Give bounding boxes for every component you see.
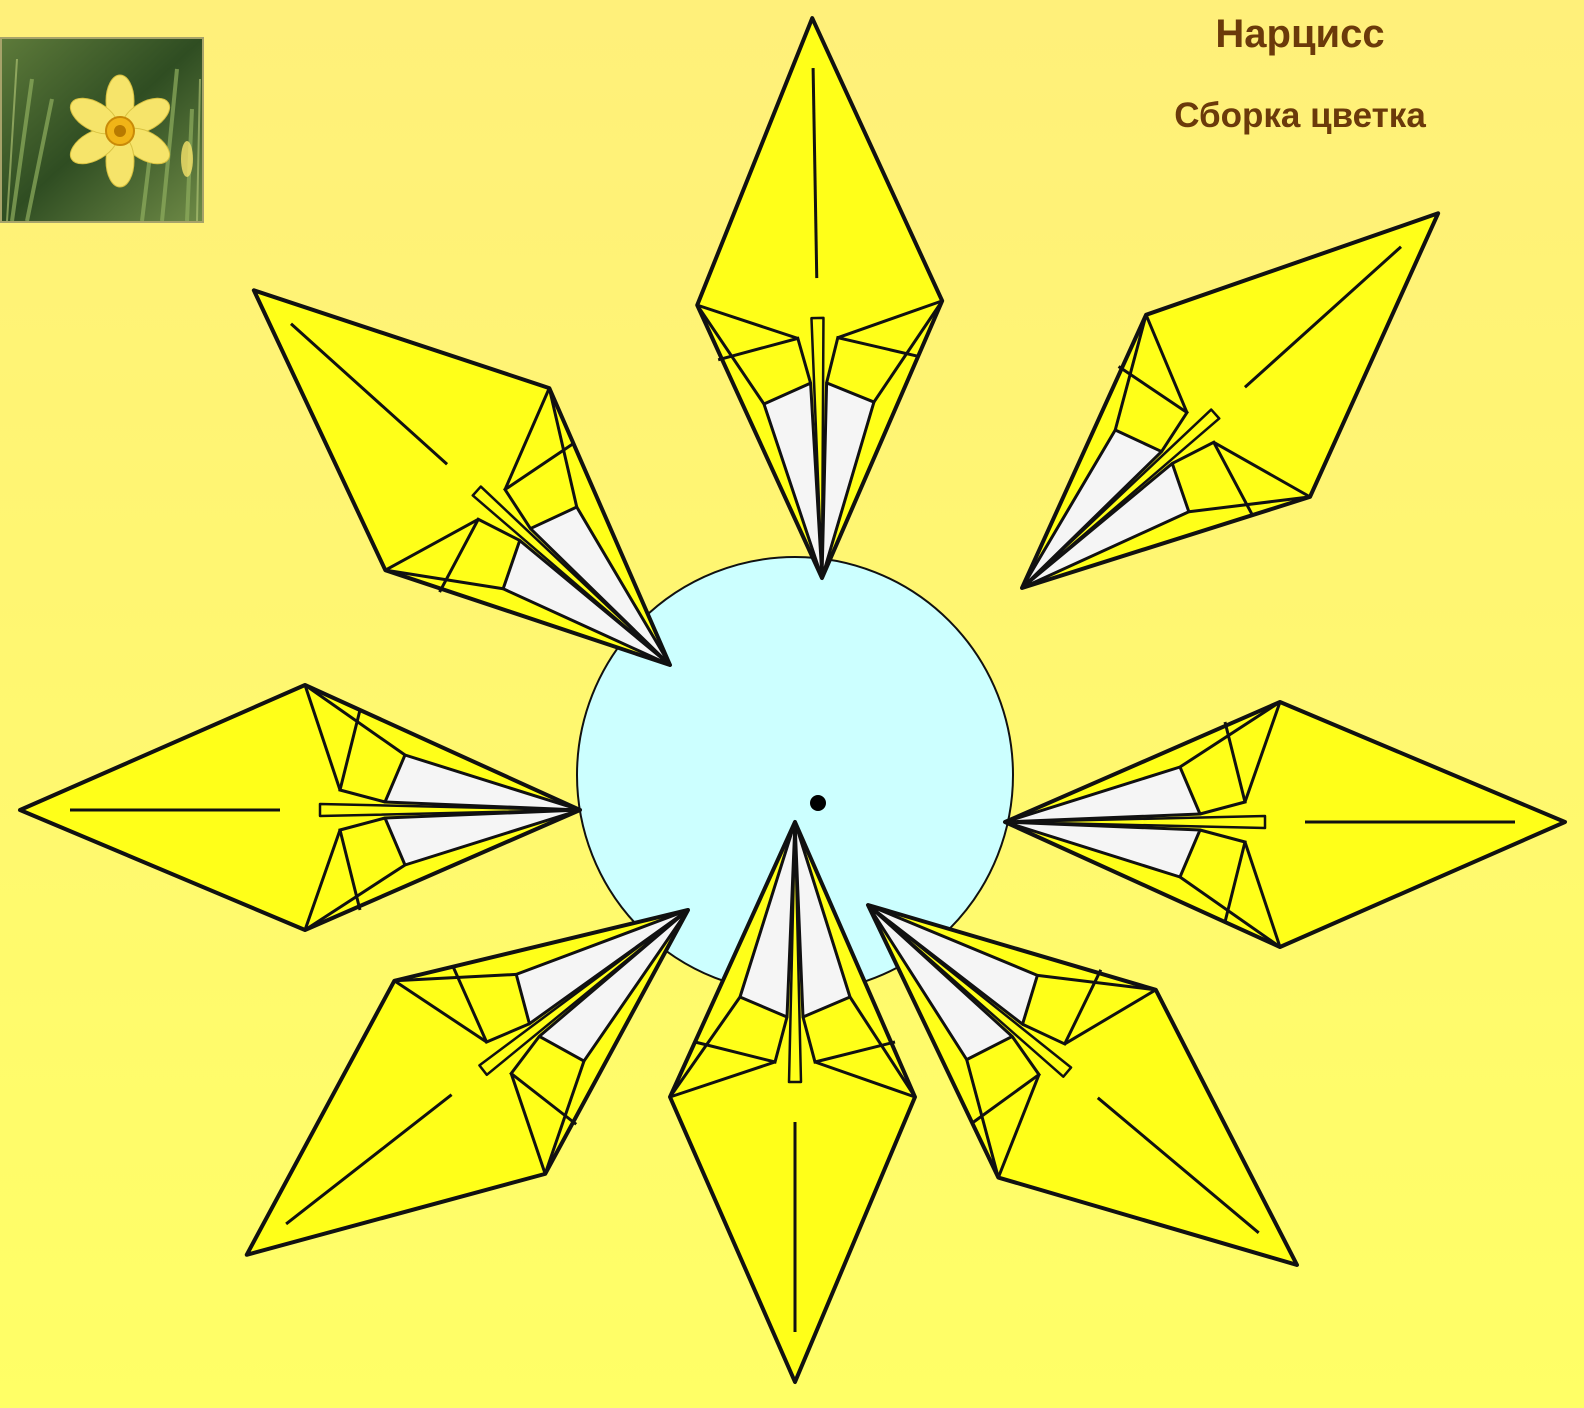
petal-module	[1005, 702, 1565, 947]
center-dot	[810, 795, 826, 811]
petal-module	[942, 124, 1522, 681]
petal-module	[692, 16, 947, 580]
petal-module	[20, 685, 580, 930]
